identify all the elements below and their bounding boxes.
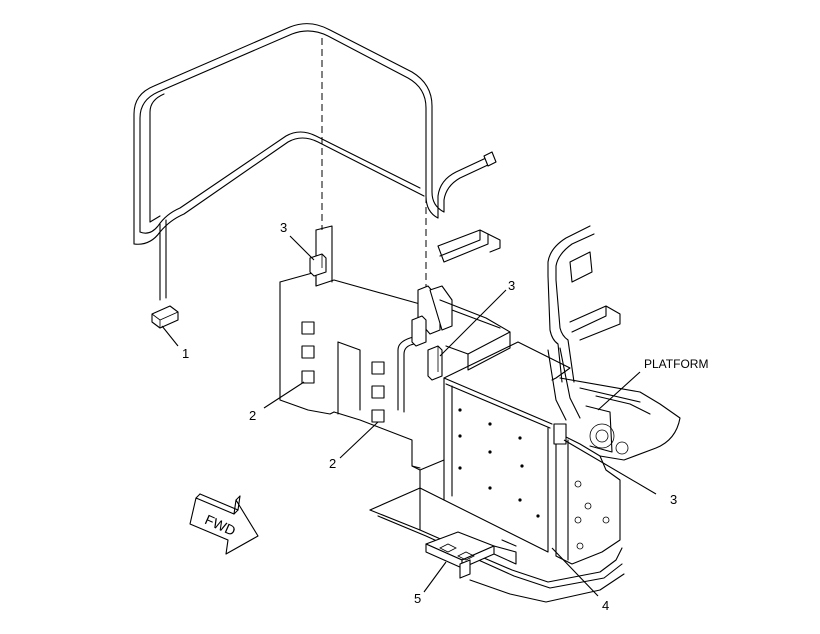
callout-5: 5 xyxy=(414,591,421,606)
platform-rail xyxy=(547,225,621,421)
upper-bracket xyxy=(411,285,511,381)
callout-2-center: 2 xyxy=(329,456,336,471)
rail-foot xyxy=(151,305,179,329)
callout-1: 1 xyxy=(182,346,189,361)
forward-direction-arrow: FWD xyxy=(189,493,259,555)
handrail xyxy=(133,23,501,301)
callout-4: 4 xyxy=(602,598,609,613)
callout-3-top-left: 3 xyxy=(280,220,287,235)
platform-label: PLATFORM xyxy=(644,357,708,371)
callout-3-right: 3 xyxy=(670,492,677,507)
leader-lines xyxy=(161,235,657,597)
callout-3-top-right: 3 xyxy=(508,278,515,293)
step-box xyxy=(369,341,625,603)
callout-2-left: 2 xyxy=(249,408,256,423)
step-tread xyxy=(425,531,517,579)
guard-plate xyxy=(279,225,427,469)
platform xyxy=(559,377,681,461)
